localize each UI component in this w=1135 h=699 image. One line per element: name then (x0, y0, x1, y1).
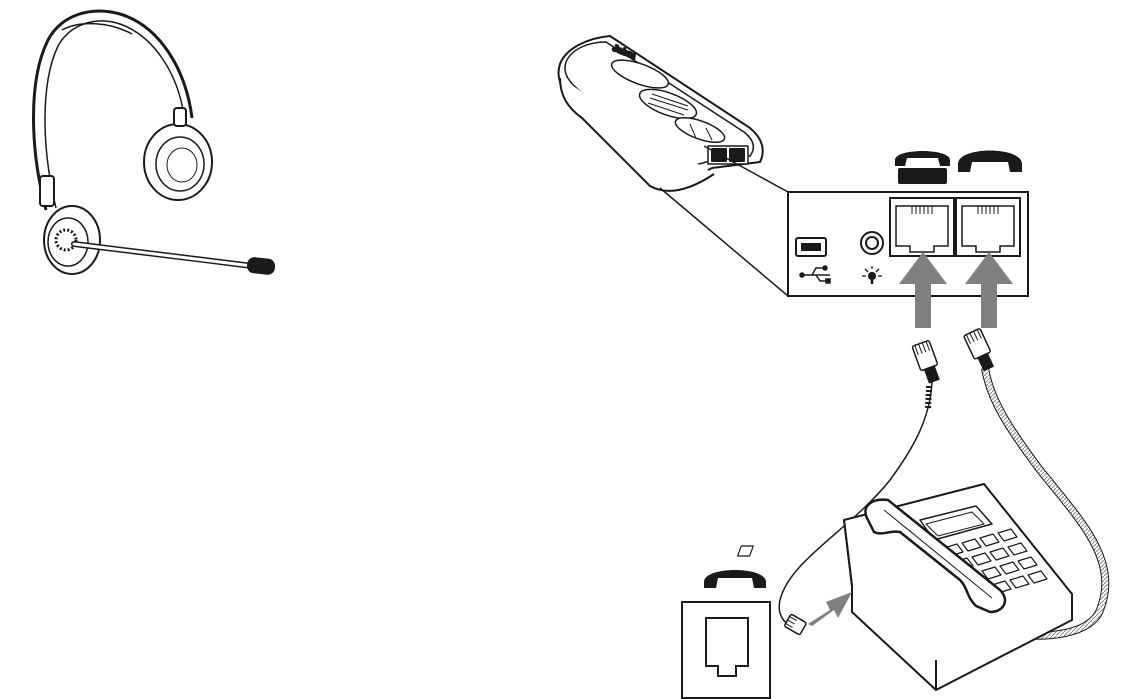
keypad-key (979, 533, 1000, 547)
keypad-key (1017, 556, 1038, 570)
phone-port (955, 197, 1021, 257)
busylight-jack (860, 231, 884, 255)
keypad-key (961, 538, 982, 552)
insert-arrow-phone-jack (808, 592, 852, 626)
keypad-key (1027, 570, 1048, 584)
keypad-key (1009, 575, 1030, 589)
rj9-plug-icon (963, 328, 995, 372)
insert-arrow-phone (965, 252, 1013, 328)
keypad-key (971, 552, 992, 566)
rj9-plug-icon (911, 340, 940, 384)
stereo-headset-icon (32, 9, 276, 275)
handset-on-phone-icon (895, 151, 950, 184)
keypad-key (989, 547, 1010, 561)
keypad-key (981, 566, 1002, 580)
keypad-key (999, 561, 1020, 575)
handset-icon (958, 150, 1022, 172)
keypad-key (997, 528, 1018, 542)
busylight-icon (862, 266, 882, 284)
handset-port (889, 197, 955, 257)
jabra-link-amplifier-icon: Jabra (557, 35, 764, 192)
keypad-key (1007, 542, 1028, 556)
usb-port (795, 237, 827, 257)
rj9-plug-small-icon (784, 613, 807, 636)
handset-cable (778, 381, 933, 629)
desk-phone-icon (736, 483, 1073, 691)
zoom-callout-lines (659, 145, 789, 297)
handset-jack-icon (681, 570, 771, 699)
insert-arrow-handset (899, 252, 947, 328)
usb-icon (799, 265, 831, 284)
